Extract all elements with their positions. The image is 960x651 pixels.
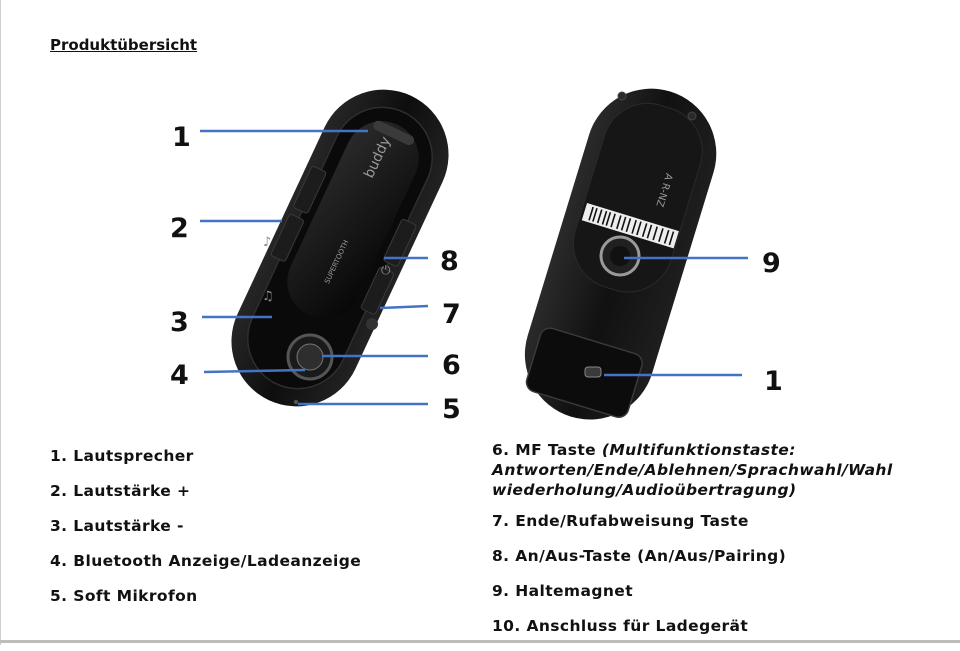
microphone-hole	[293, 399, 299, 405]
legend-item: 1. Lautsprecher	[50, 447, 194, 465]
page-left-border	[0, 0, 1, 645]
legend-left-column: 1. Lautsprecher 2. Lautstärke + 3. Lauts…	[50, 446, 361, 621]
legend-item: 3. Lautstärke -	[50, 517, 184, 535]
mf-button-cap	[296, 343, 324, 371]
leader-line-4	[203, 368, 306, 374]
section-heading: Produktübersicht	[50, 36, 198, 54]
legend-item: 2. Lautstärke +	[50, 482, 191, 500]
callout-front-2: 2	[170, 213, 189, 244]
end-call-key	[360, 267, 394, 315]
usb-port	[584, 366, 602, 378]
port-cover	[525, 327, 643, 418]
callout-front-1: 1	[172, 122, 191, 153]
callout-front-3: 3	[170, 307, 189, 338]
legend-item: 8. An/Aus-Taste (An/Aus/Pairing)	[492, 547, 787, 565]
holding-magnet-center	[610, 246, 630, 266]
device-back: A R-NZ	[524, 88, 717, 420]
device-front: buddy SUPERTOOTH ♪ ♫ ⏻	[231, 89, 449, 407]
callout-front-8: 8	[440, 246, 459, 277]
speaker-grille	[373, 120, 415, 146]
legend-right-column: 6. MF Taste (Multifunktionstaste: Antwor…	[492, 440, 952, 651]
page-bottom-border	[0, 640, 960, 643]
callout-back-9: 9	[762, 248, 781, 279]
legend-item: 9. Haltemagnet	[492, 582, 633, 600]
device-front-panel	[287, 121, 419, 319]
legend-item-label: 6. MF Taste	[492, 441, 597, 459]
status-led	[366, 318, 378, 330]
callout-front-6: 6	[442, 350, 461, 381]
legend-item: 4. Bluetooth Anzeige/Ladeanzeige	[50, 552, 362, 570]
power-icon: ⏻	[381, 263, 391, 277]
volume-up-key	[293, 166, 327, 214]
legend-item-description: (Multifunktionstaste: Antworten/Ende/Abl…	[492, 441, 893, 499]
bell-icon: ♫	[262, 289, 274, 304]
leader-line-7	[379, 304, 429, 310]
callout-back-10: 1	[764, 366, 783, 397]
volume-up-icon: ♪	[263, 235, 271, 250]
callout-front-4: 4	[170, 360, 189, 391]
legend-item: 7. Ende/Rufabweisung Taste	[492, 512, 749, 530]
product-figure: buddy SUPERTOOTH ♪ ♫ ⏻	[170, 88, 783, 425]
power-key	[383, 219, 417, 267]
callout-front-5: 5	[442, 394, 461, 425]
legend-item-mf: 6. MF Taste (Multifunktionstaste: Antwor…	[492, 440, 952, 500]
legend-item: 5. Soft Mikrofon	[50, 587, 198, 605]
back-screw-left	[617, 91, 627, 101]
volume-down-key	[270, 214, 304, 262]
callout-front-7: 7	[442, 299, 461, 330]
legend-item: 10. Anschluss für Ladegerät	[492, 617, 749, 635]
back-screw-right	[687, 111, 697, 121]
key-icons: ♪ ♫ ⏻	[262, 235, 391, 304]
